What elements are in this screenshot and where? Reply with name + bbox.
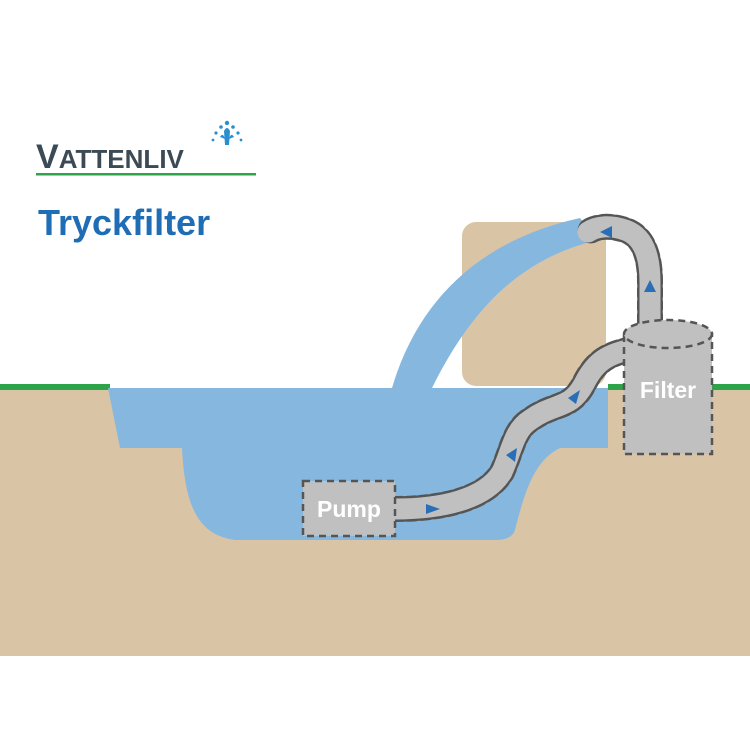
svg-text:VATTENLIV: VATTENLIV xyxy=(36,138,185,176)
flow-arrow-icon xyxy=(506,448,517,462)
filter-label: Filter xyxy=(640,377,696,403)
pump-unit: Pump xyxy=(301,479,397,538)
grass-left xyxy=(0,384,110,390)
filter-unit: Filter xyxy=(622,318,714,456)
pump-label: Pump xyxy=(317,496,381,522)
logo-brand-first: V xyxy=(36,138,59,176)
pipe-pump-to-filter-fill xyxy=(384,339,639,520)
page-title: Tryckfilter xyxy=(38,202,210,243)
logo-brand-i: I xyxy=(159,144,166,174)
logo-underline xyxy=(36,173,256,176)
pipe-filter-to-waterfall-fill xyxy=(577,216,661,333)
logo-brand-rest: ATTENL xyxy=(59,144,160,174)
flow-arrow-icon xyxy=(600,226,612,238)
waterfall-stream xyxy=(392,218,598,388)
flow-arrow-icon xyxy=(426,504,440,514)
flow-arrow-icon xyxy=(644,280,656,292)
logo-brand-last: V xyxy=(167,144,185,174)
flow-arrow-icon xyxy=(568,390,580,404)
vattenliv-logo: VATTENLIV xyxy=(36,120,256,176)
fountain-icon xyxy=(211,120,243,145)
